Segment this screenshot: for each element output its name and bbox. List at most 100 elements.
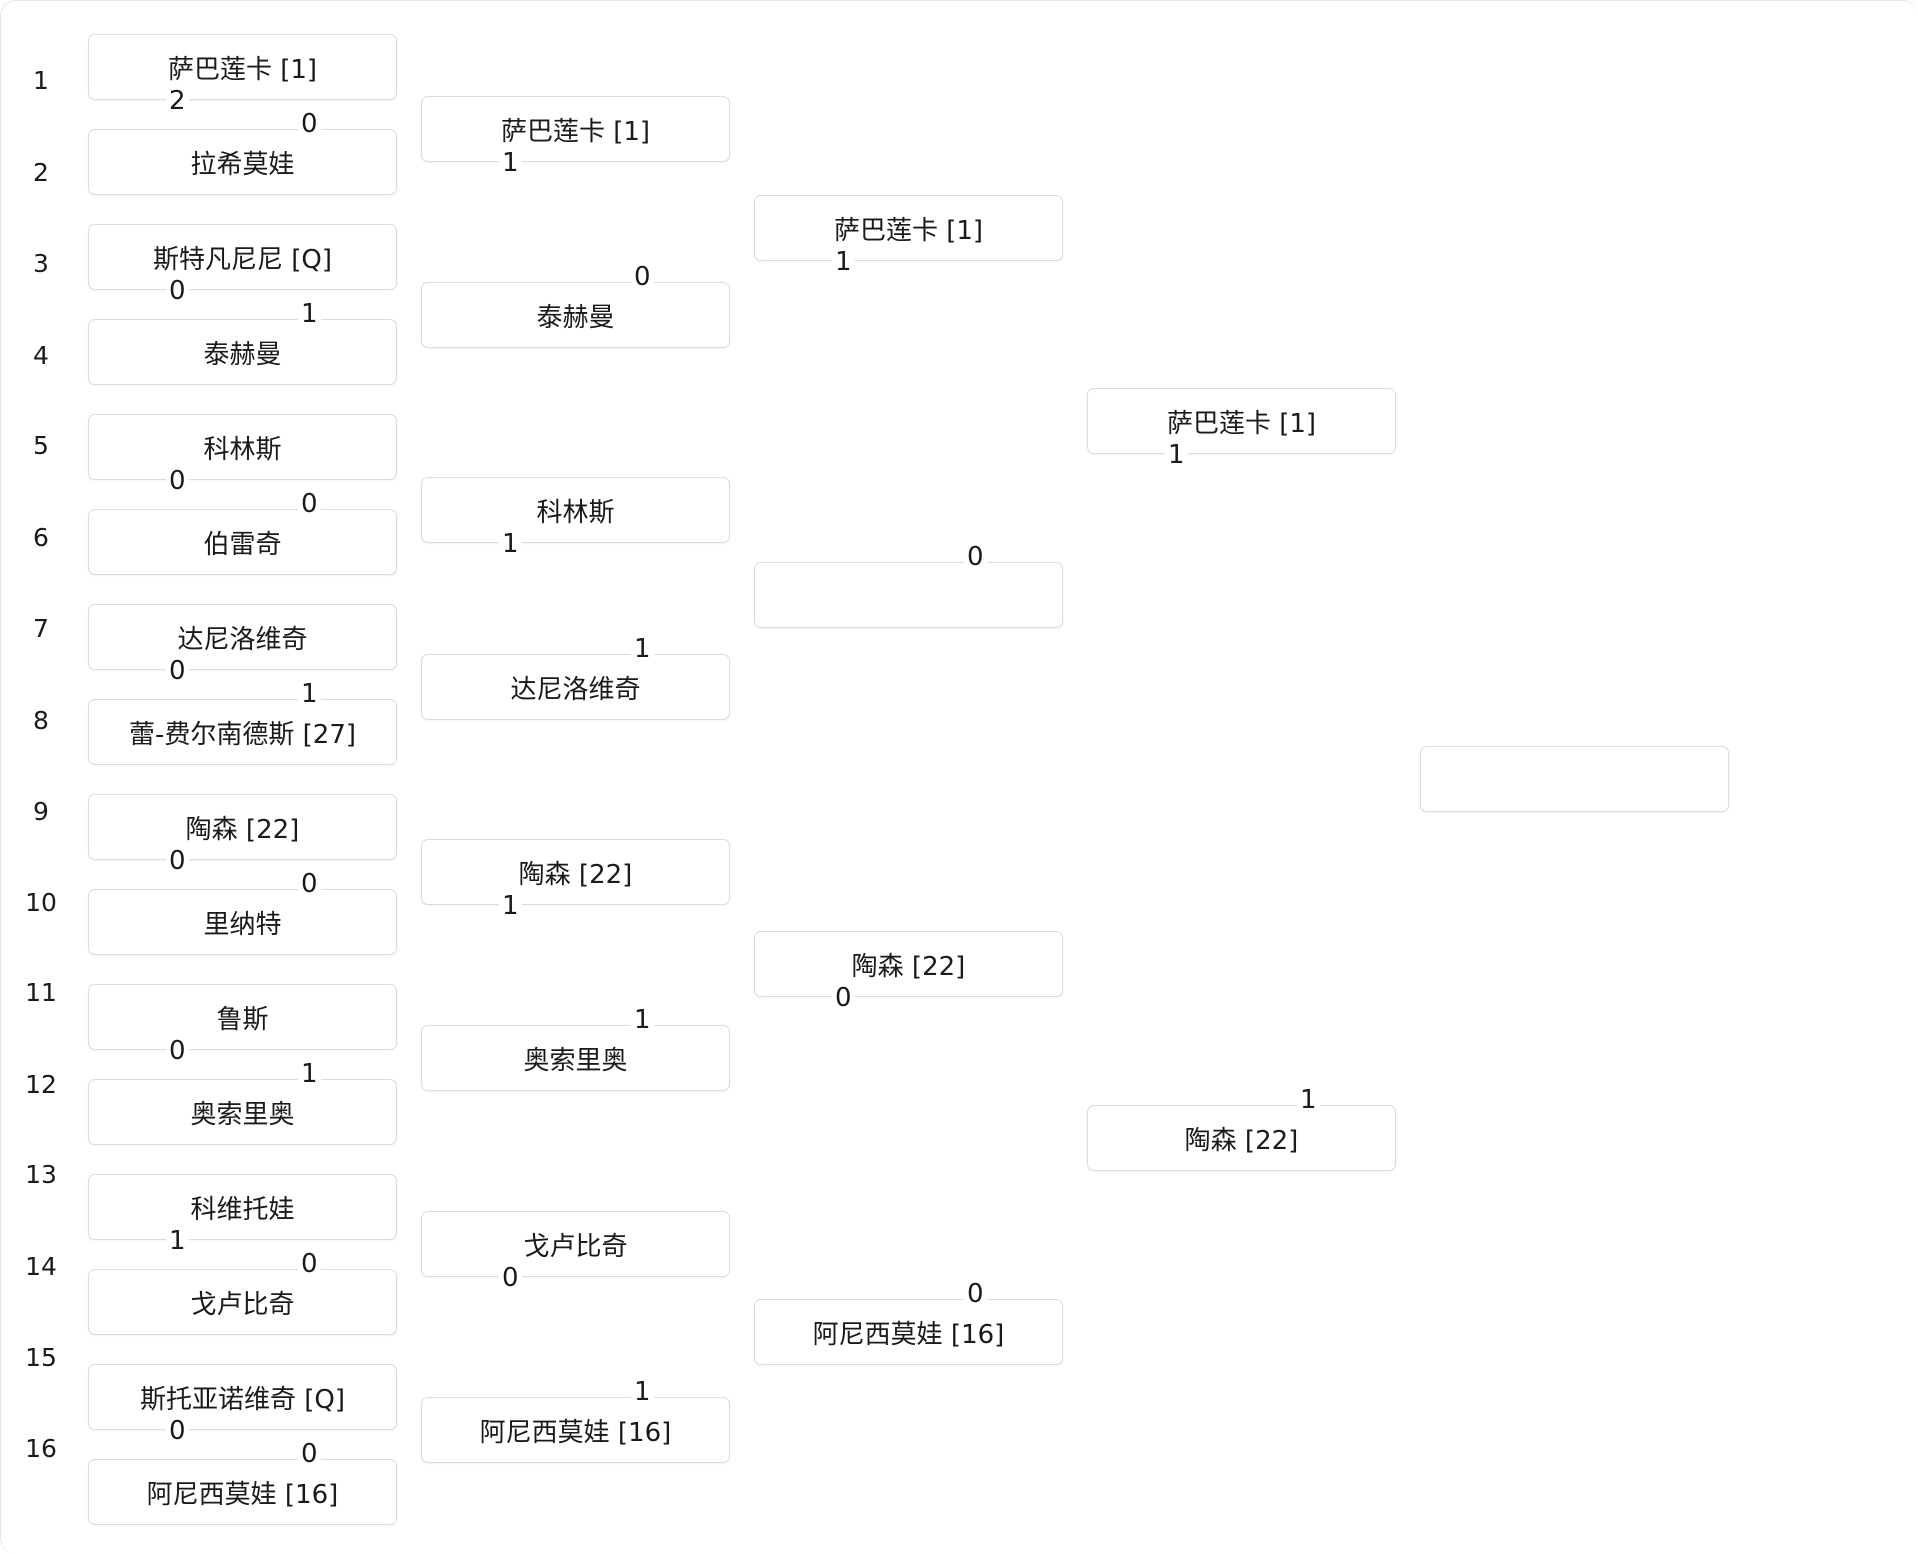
player-name: 陶森 [22] [1184, 1125, 1299, 1156]
player-name: 戈卢比奇 [190, 1289, 295, 1320]
score-label: 1 [499, 891, 522, 921]
seed-number: 8 [33, 706, 49, 735]
match-slot-top[interactable]: 陶森 [22] [754, 931, 1063, 997]
match-slot-top[interactable]: 鲁斯 [88, 984, 397, 1050]
seed-number: 12 [25, 1070, 57, 1099]
match-slot-bottom[interactable] [754, 562, 1063, 628]
score-label: 1 [1165, 440, 1188, 470]
player-name: 伯雷奇 [203, 529, 282, 560]
score-label: 1 [832, 247, 855, 277]
player-name: 萨巴莲卡 [1] [500, 116, 651, 147]
score-label: 1 [298, 679, 321, 709]
score-label: 0 [298, 109, 321, 139]
seed-number: 7 [33, 614, 49, 643]
player-name: 泰赫曼 [203, 339, 282, 370]
seed-number: 10 [25, 888, 57, 917]
player-name: 奥索里奥 [190, 1099, 295, 1130]
seed-number: 3 [33, 249, 49, 278]
score-label: 1 [1297, 1085, 1320, 1115]
match-slot-top[interactable]: 斯托亚诺维奇 [Q] [88, 1364, 397, 1430]
match-slot-top[interactable]: 科林斯 [88, 414, 397, 480]
seed-number: 14 [25, 1252, 57, 1281]
seed-number: 13 [25, 1160, 57, 1189]
score-label: 1 [298, 299, 321, 329]
player-name: 达尼洛维奇 [510, 674, 641, 705]
match-slot-bottom[interactable]: 蕾-费尔南德斯 [27] [88, 699, 397, 765]
score-label: 0 [166, 1036, 189, 1066]
match-slot-top[interactable]: 陶森 [22] [421, 839, 730, 905]
score-label: 0 [964, 542, 987, 572]
score-label: 0 [166, 846, 189, 876]
score-label: 0 [298, 1439, 321, 1469]
player-name: 斯托亚诺维奇 [Q] [139, 1384, 346, 1415]
match-slot-bottom[interactable]: 泰赫曼 [421, 282, 730, 348]
match-slot-top[interactable]: 萨巴莲卡 [1] [88, 34, 397, 100]
match-slot-bottom[interactable]: 拉希莫娃 [88, 129, 397, 195]
player-name: 鲁斯 [216, 1004, 269, 1035]
match-slot-bottom[interactable]: 阿尼西莫娃 [16] [88, 1459, 397, 1525]
match-slot-top[interactable]: 科维托娃 [88, 1174, 397, 1240]
match-slot-bottom[interactable]: 戈卢比奇 [88, 1269, 397, 1335]
score-label: 0 [298, 1249, 321, 1279]
score-label: 2 [166, 86, 189, 116]
player-name: 陶森 [22] [185, 814, 300, 845]
match-slot-top[interactable]: 陶森 [22] [88, 794, 397, 860]
match-slot-bottom[interactable]: 奥索里奥 [88, 1079, 397, 1145]
match-slot-bottom[interactable]: 陶森 [22] [1087, 1105, 1396, 1171]
score-label: 0 [964, 1279, 987, 1309]
player-name: 科林斯 [203, 434, 282, 465]
match-slot-bottom[interactable]: 达尼洛维奇 [421, 654, 730, 720]
seed-number: 4 [33, 341, 49, 370]
seed-number: 11 [25, 978, 57, 1007]
player-name: 泰赫曼 [536, 302, 615, 333]
match-slot-bottom[interactable]: 奥索里奥 [421, 1025, 730, 1091]
player-name: 拉希莫娃 [190, 149, 295, 180]
score-label: 0 [832, 983, 855, 1013]
player-name: 科林斯 [536, 497, 615, 528]
score-label: 0 [631, 262, 654, 292]
score-label: 1 [499, 529, 522, 559]
match-slot-top[interactable]: 萨巴莲卡 [1] [754, 195, 1063, 261]
score-label: 1 [166, 1226, 189, 1256]
score-label: 1 [631, 1005, 654, 1035]
match-slot-bottom[interactable]: 阿尼西莫娃 [16] [421, 1397, 730, 1463]
champion-slot[interactable] [1420, 746, 1729, 812]
seed-number: 2 [33, 158, 49, 187]
match-slot-top[interactable]: 斯特凡尼尼 [Q] [88, 224, 397, 290]
player-name: 蕾-费尔南德斯 [27] [128, 719, 357, 750]
seed-number: 6 [33, 523, 49, 552]
player-name: 奥索里奥 [523, 1045, 628, 1076]
match-slot-top[interactable]: 萨巴莲卡 [1] [421, 96, 730, 162]
score-label: 1 [631, 634, 654, 664]
player-name: 阿尼西莫娃 [16] [812, 1319, 1005, 1350]
match-slot-bottom[interactable]: 阿尼西莫娃 [16] [754, 1299, 1063, 1365]
player-name: 萨巴莲卡 [1] [833, 215, 984, 246]
player-name: 科维托娃 [190, 1194, 295, 1225]
seed-number: 16 [25, 1434, 57, 1463]
match-slot-top[interactable]: 戈卢比奇 [421, 1211, 730, 1277]
match-slot-top[interactable]: 达尼洛维奇 [88, 604, 397, 670]
score-label: 0 [166, 656, 189, 686]
player-name: 陶森 [22] [518, 859, 633, 890]
player-name: 陶森 [22] [851, 951, 966, 982]
seed-number: 1 [33, 66, 49, 95]
player-name: 达尼洛维奇 [177, 624, 308, 655]
score-label: 1 [631, 1377, 654, 1407]
match-slot-top[interactable]: 科林斯 [421, 477, 730, 543]
match-slot-bottom[interactable]: 伯雷奇 [88, 509, 397, 575]
score-label: 0 [298, 869, 321, 899]
score-label: 0 [166, 466, 189, 496]
match-slot-top[interactable]: 萨巴莲卡 [1] [1087, 388, 1396, 454]
score-label: 0 [166, 276, 189, 306]
score-label: 0 [499, 1263, 522, 1293]
score-label: 1 [298, 1059, 321, 1089]
score-label: 0 [166, 1416, 189, 1446]
seed-number: 15 [25, 1343, 57, 1372]
match-slot-bottom[interactable]: 泰赫曼 [88, 319, 397, 385]
player-name: 里纳特 [203, 909, 282, 940]
match-slot-bottom[interactable]: 里纳特 [88, 889, 397, 955]
player-name: 萨巴莲卡 [1] [1166, 408, 1317, 439]
score-label: 0 [298, 489, 321, 519]
player-name: 阿尼西莫娃 [16] [146, 1479, 339, 1510]
